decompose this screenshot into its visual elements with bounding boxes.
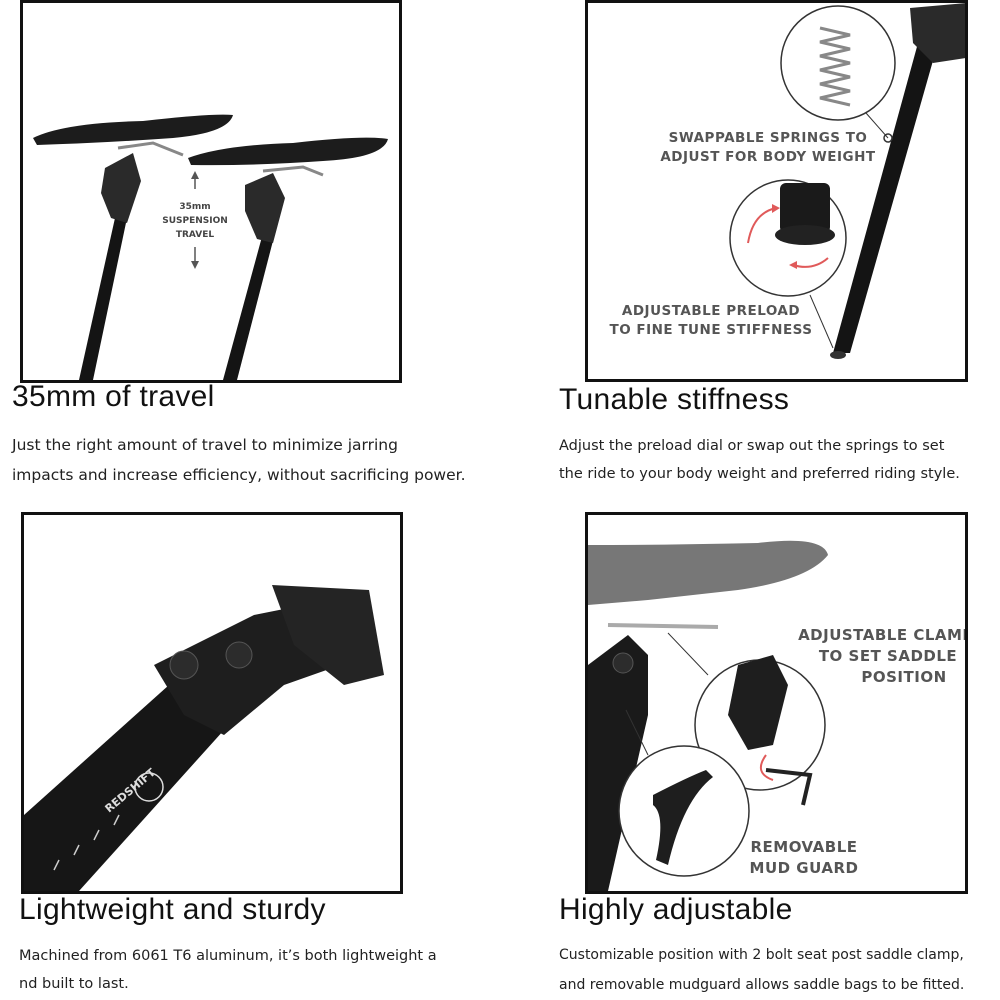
- left-seatpost-head: [101, 153, 141, 223]
- travel-label-1: 35mm: [179, 202, 210, 212]
- feature-desc-adjustable: Customizable position with 2 bolt seat p…: [559, 940, 1000, 1000]
- seatposts-illustration: 35mm SUSPENSION TRAVEL: [33, 114, 388, 380]
- rotate-arrow-icon: [759, 754, 774, 781]
- clamp-label-1: ADJUSTABLE CLAMP: [798, 626, 965, 644]
- springs-label-1: SWAPPABLE SPRINGS TO: [669, 130, 868, 146]
- spring-preload-illustration: SWAPPABLE SPRINGS TO ADJUST FOR BODY WEI…: [610, 3, 965, 359]
- seatpost-clamp: [910, 3, 965, 63]
- saddle: [588, 540, 828, 605]
- clamp-mudguard-illustration: ADJUSTABLE CLAMP TO SET SADDLE POSITION …: [588, 540, 965, 891]
- brand-logo-icon: [134, 772, 164, 802]
- feature-title-stiffness: Tunable stiffness: [559, 383, 790, 416]
- feature-title-travel: 35mm of travel: [12, 380, 215, 413]
- seatpost-closeup-illustration: REDSHIFT: [24, 585, 384, 891]
- desc-line: Just the right amount of travel to minim…: [12, 436, 398, 454]
- desc-line: the ride to your body weight and preferr…: [559, 466, 960, 482]
- stiffness-image: SWAPPABLE SPRINGS TO ADJUST FOR BODY WEI…: [585, 0, 968, 382]
- desc-line: Customizable position with 2 bolt seat p…: [559, 947, 964, 963]
- travel-label-3: TRAVEL: [176, 230, 215, 240]
- travel-label-2: SUSPENSION: [162, 216, 228, 226]
- left-seatpost-shaft: [79, 218, 127, 380]
- springs-label-2: ADJUST FOR BODY WEIGHT: [660, 149, 876, 165]
- hex-key-icon: [765, 768, 813, 806]
- mudguard-icon: [653, 770, 713, 865]
- feature-desc-travel: Just the right amount of travel to minim…: [12, 430, 512, 490]
- lightweight-image: REDSHIFT: [21, 512, 403, 894]
- adjustable-image: ADJUSTABLE CLAMP TO SET SADDLE POSITION …: [585, 512, 968, 894]
- left-saddle: [33, 114, 233, 145]
- seatpost-tube: [24, 685, 224, 891]
- desc-line: Machined from 6061 T6 aluminum, it’s bot…: [19, 948, 437, 964]
- feature-title-adjustable: Highly adjustable: [559, 893, 793, 926]
- desc-line: Adjust the preload dial or swap out the …: [559, 438, 945, 454]
- desc-line: and removable mudguard allows saddle bag…: [559, 977, 965, 993]
- desc-line: nd built to last.: [19, 976, 129, 992]
- travel-image: 35mm SUSPENSION TRAVEL: [20, 0, 402, 383]
- clamp-label-3: POSITION: [861, 668, 946, 686]
- mudguard-label-1: REMOVABLE: [750, 838, 857, 856]
- clamp-icon: [728, 655, 788, 750]
- right-saddle: [188, 137, 388, 166]
- right-seatpost-head: [245, 173, 285, 243]
- preload-dial-icon: [780, 183, 830, 233]
- spring-icon: [819, 26, 851, 107]
- seatpost-shaft: [833, 43, 938, 353]
- seatpost: [588, 635, 648, 891]
- feature-desc-lightweight: Machined from 6061 T6 aluminum, it’s bot…: [19, 942, 469, 998]
- preload-label-2: TO FINE TUNE STIFFNESS: [610, 322, 813, 338]
- saddle-clamp: [272, 585, 384, 685]
- feature-desc-stiffness: Adjust the preload dial or swap out the …: [559, 432, 999, 488]
- spring-callout-circle: [780, 5, 896, 121]
- right-seatpost-shaft: [223, 233, 275, 380]
- desc-line: impacts and increase efficiency, without…: [12, 466, 466, 484]
- preload-label-1: ADJUSTABLE PRELOAD: [622, 303, 800, 319]
- feature-title-lightweight: Lightweight and sturdy: [19, 893, 326, 926]
- clamp-label-2: TO SET SADDLE: [819, 647, 957, 665]
- mudguard-label-2: MUD GUARD: [750, 859, 859, 877]
